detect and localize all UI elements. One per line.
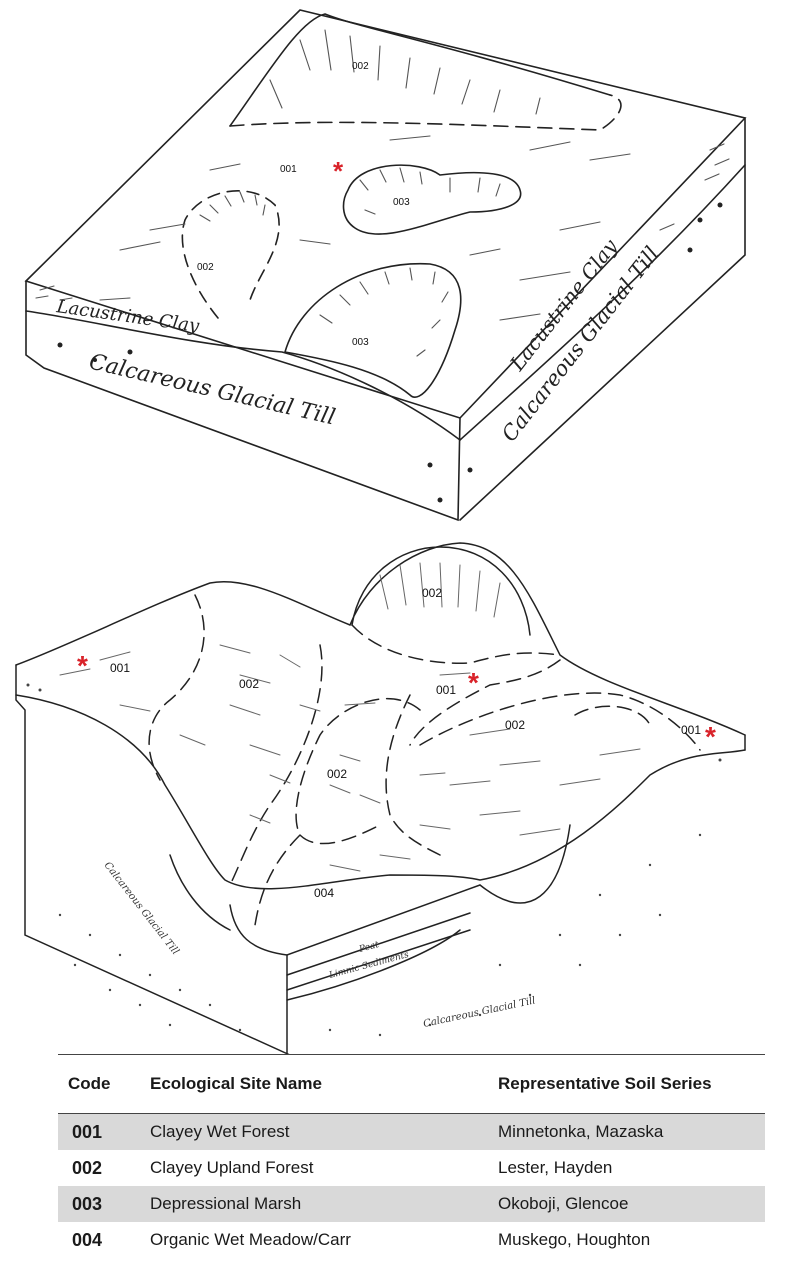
legend-site-name: Organic Wet Meadow/Carr [150, 1230, 351, 1249]
bottom-label-limnic: Limnic Sediments [327, 950, 410, 981]
top-site-label-center: 001 [280, 164, 297, 175]
legend-soil-series: Minnetonka, Mazaska [498, 1113, 765, 1150]
top-site-label-lobe-lower: 003 [352, 337, 369, 348]
top-block-side-face [459, 117, 746, 521]
bottom-site-label-left-slope: 002 [239, 677, 259, 691]
bottom-label-peat: Peat [357, 940, 380, 955]
legend-soil-series: Muskego, Houghton [498, 1230, 651, 1249]
legend-row: 002 Clayey Upland Forest Lester, Hayden [58, 1150, 765, 1186]
bottom-block-top-edge [15, 542, 746, 736]
bottom-site-label-center: 001 [436, 683, 456, 697]
bottom-site-label-left: 001 [110, 661, 130, 675]
legend-code: 004 [72, 1229, 103, 1250]
legend-site-name: Clayey Upland Forest [150, 1158, 314, 1177]
top-strata-line-front [25, 310, 461, 441]
top-site-label-hill: 002 [352, 61, 369, 72]
bottom-block-left-face [15, 664, 291, 1055]
legend-code: 001 [58, 1113, 150, 1150]
bottom-site-marker-center: * [468, 667, 479, 698]
top-lobe-003-lower [283, 262, 462, 398]
legend-site-name: Clayey Wet Forest [150, 1113, 498, 1150]
legend-soil-series: Okoboji, Glencoe [498, 1186, 765, 1222]
top-site-label-lobe-left: 002 [197, 262, 214, 273]
top-block-outline [24, 9, 747, 419]
bottom-label-till-left: Calcareous Glacial Till [102, 860, 181, 957]
top-till-dots [57, 202, 723, 503]
legend-row: 004 Organic Wet Meadow/Carr Muskego, Hou… [58, 1222, 765, 1258]
legend-table: Code Ecological Site Name Representative… [58, 1054, 765, 1258]
bottom-basin-outline [169, 854, 231, 931]
bottom-site-marker-right: * [705, 721, 716, 752]
bottom-site-label-channel: 002 [327, 767, 347, 781]
bottom-peat-line [286, 912, 471, 976]
bottom-basin-curve [479, 824, 571, 904]
bottom-till-stipple [26, 683, 722, 1037]
legend-header-name: Ecological Site Name [150, 1074, 322, 1093]
top-surface-hatching [35, 29, 730, 357]
top-hill-outline [229, 13, 611, 127]
legend-code: 002 [72, 1157, 103, 1178]
legend-code: 003 [58, 1186, 150, 1222]
top-label-lacustrine-front: Lacustrine Clay [54, 296, 201, 337]
top-block-diagram: Lacustrine Clay Calcareous Glacial Till … [24, 9, 747, 522]
bottom-site-label-right-edge: 001 [681, 723, 701, 737]
legend-soil-series: Lester, Hayden [498, 1158, 613, 1177]
legend-header-code: Code [68, 1074, 111, 1093]
bottom-site-boundaries [148, 594, 701, 926]
bottom-limnic-line [286, 929, 471, 991]
bottom-label-till-front: Calcareous Glacial Till [422, 995, 536, 1030]
legend-row: 003 Depressional Marsh Okoboji, Glencoe [58, 1186, 765, 1222]
top-lobe-002-left [181, 190, 280, 319]
top-block-front-face [25, 280, 461, 522]
bottom-till-line [286, 929, 461, 1001]
legend-header-soils: Representative Soil Series [498, 1074, 712, 1093]
top-site-label-lobe-upper: 003 [393, 197, 410, 208]
bottom-mound-boundary [351, 624, 561, 664]
bottom-site-marker-left: * [77, 650, 88, 681]
top-label-till-front: Calcareous Glacial Till [87, 349, 338, 430]
bottom-mound-outline [351, 546, 531, 636]
bottom-site-label-mound: 002 [422, 586, 442, 600]
top-lobe-003-upper [342, 164, 522, 235]
bottom-surface-hatching [59, 562, 641, 872]
legend-site-name: Depressional Marsh [150, 1186, 498, 1222]
top-site-marker: * [333, 156, 344, 186]
legend-header-row: Code Ecological Site Name Representative… [58, 1054, 765, 1114]
legend-row: 001 Clayey Wet Forest Minnetonka, Mazask… [58, 1113, 765, 1150]
top-hill-boundary [229, 94, 622, 131]
bottom-front-cut [229, 884, 481, 956]
bottom-site-label-basin: 004 [314, 886, 334, 900]
bottom-front-surface-edge [15, 694, 746, 890]
bottom-site-label-right: 002 [505, 718, 525, 732]
top-strata-line-side [459, 164, 746, 441]
bottom-block-diagram: Calcareous Glacial Till Peat Limnic Sedi… [15, 542, 746, 1055]
